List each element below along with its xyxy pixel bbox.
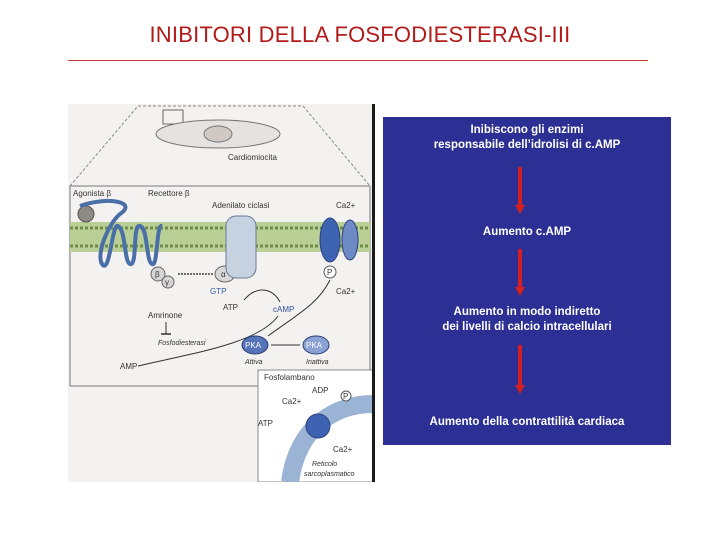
label-atp-sr: ATP: [258, 419, 273, 428]
cardiomyocyte-figure: Cardiomiocita Agonista β Recettore β Ade…: [68, 104, 373, 482]
label-beta: β: [155, 270, 160, 279]
step2-text: Aumento c.AMP: [383, 225, 671, 240]
step3-line2: dei livelli di calcio intracellulari: [383, 320, 671, 335]
label-ca-sr: Ca2+: [282, 397, 302, 406]
label-adp: ADP: [312, 386, 328, 395]
label-reticulum: Reticolo: [312, 461, 337, 468]
effects-panel: Inibiscono gli enzimi responsabile dell’…: [383, 117, 671, 445]
label-phospholamban: Fosfolambano: [264, 373, 315, 382]
figure-divider: [372, 104, 375, 482]
label-pka-inactive-sub: Inattiva: [306, 359, 329, 366]
label-cardiomyocyte: Cardiomiocita: [228, 153, 277, 162]
label-receptor: Recettore β: [148, 189, 190, 198]
label-amrinone: Amrinone: [148, 311, 183, 320]
step1-text: Inibiscono gli enzimi responsabile dell’…: [383, 123, 671, 153]
arrow-down-icon: [515, 249, 525, 296]
label-gtp: GTP: [210, 287, 226, 296]
arrow-down-icon: [515, 345, 525, 394]
step1-line1: Inibiscono gli enzimi: [383, 123, 671, 138]
adenylate-cyclase: [226, 216, 256, 278]
serca-pump: [306, 414, 330, 438]
label-pka-active-sub: Attiva: [244, 359, 263, 366]
label-ca-mid: Ca2+: [336, 287, 356, 296]
calcium-channel-pore: [342, 220, 358, 260]
label-alpha: α: [221, 270, 226, 279]
label-ca-top: Ca2+: [336, 201, 356, 210]
page-title: INIBITORI DELLA FOSFODIESTERASI-III: [0, 22, 720, 48]
label-adenylate-cyclase: Adenilato ciclasi: [212, 201, 270, 210]
step3-line1: Aumento in modo indiretto: [383, 305, 671, 320]
label-ca-lumen: Ca2+: [333, 445, 353, 454]
atp-camp-arrow: [244, 290, 280, 302]
cell-frame: [70, 186, 370, 386]
cardiomyocyte-diagram: Cardiomiocita Agonista β Recettore β Ade…: [68, 104, 373, 482]
label-p-channel: P: [327, 268, 332, 277]
step4-text: Aumento della contrattilità cardiaca: [383, 415, 671, 430]
arrow-down-icon: [515, 167, 525, 214]
label-pka-inactive: PKA: [306, 341, 323, 350]
zoom-box: [163, 110, 183, 124]
label-atp: ATP: [223, 303, 238, 312]
step1-line2: responsabile dell’idrolisi di c.AMP: [383, 138, 671, 153]
label-p-sr: P: [343, 392, 348, 401]
label-sarcoplasmic: sarcoplasmatico: [304, 471, 355, 478]
label-pka-active: PKA: [245, 341, 262, 350]
title-divider: [68, 60, 648, 61]
cell-nucleus: [204, 126, 232, 142]
label-amp: AMP: [120, 362, 137, 371]
label-pde: Fosfodiesterasi: [158, 340, 206, 347]
label-agonist: Agonista β: [73, 189, 111, 198]
label-gamma: γ: [165, 278, 169, 287]
agonist-molecule: [78, 206, 94, 222]
calcium-channel: [320, 218, 340, 262]
label-camp: cAMP: [273, 305, 294, 314]
step3-text: Aumento in modo indiretto dei livelli di…: [383, 305, 671, 335]
